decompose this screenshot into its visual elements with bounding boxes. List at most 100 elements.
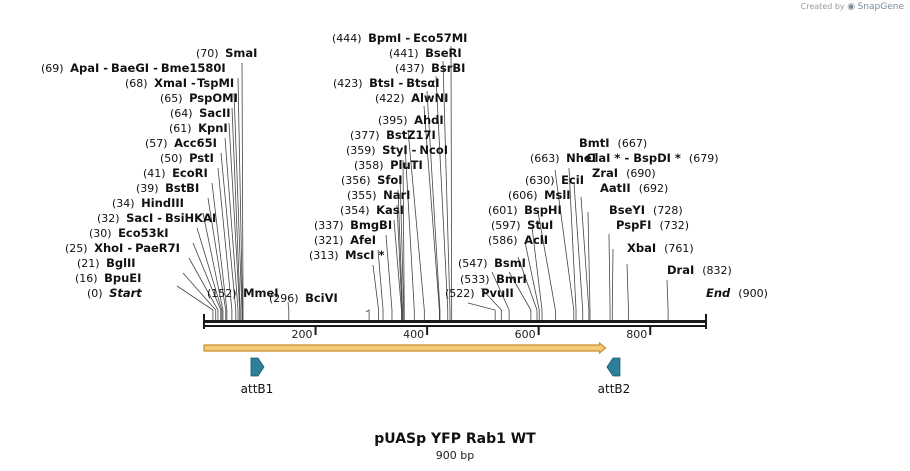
restriction-site-label[interactable]: (61) KpnI [169,121,228,135]
restriction-site-label[interactable]: (152) MmeI [207,286,279,300]
enzyme-name: SacII [199,106,230,120]
restriction-site-label[interactable]: (57) Acc65I [145,136,217,150]
restriction-site-label[interactable]: (355) NarI [347,188,410,202]
site-connector [450,45,453,320]
restriction-site-label[interactable]: (586) AclI [488,233,548,247]
enzyme-name: BmgBI [350,218,392,232]
site-position: (597) [491,219,524,232]
enzyme-name: BmtI [579,136,610,150]
restriction-site-label[interactable]: (321) AfeI [314,233,376,247]
restriction-site-label[interactable]: ClaI * - BspDI *(679) [586,151,719,165]
restriction-site-label[interactable]: (630) EciI [525,173,584,187]
site-connector [573,182,584,320]
feature-attb1-arrow[interactable] [250,357,265,377]
restriction-site-label[interactable]: (356) SfoI [341,173,403,187]
restriction-site-label[interactable]: End(900) [706,286,768,300]
restriction-site-labels: (0) Start(16) BpuEI(21) BglII(25) XhoI -… [41,31,768,305]
enzyme-name: BseYI [609,203,645,217]
site-connector [211,182,228,320]
site-position: (377) [350,129,383,142]
restriction-site-label[interactable]: AatII(692) [600,181,668,195]
enzyme-name: PstI [189,151,214,165]
restriction-site-label[interactable]: XbaI(761) [627,241,694,255]
enzyme-name: BsrBI [431,61,465,75]
site-position: (358) [354,159,387,172]
site-position: (728) [653,204,683,217]
site-position: (667) [618,137,648,150]
restriction-site-label[interactable]: (601) BspHI [488,203,562,217]
restriction-site-label[interactable]: (41) EcoRI [143,166,208,180]
site-connector [241,62,244,320]
restriction-site-label[interactable]: PspFI(732) [616,218,689,232]
restriction-site-label[interactable]: (533) BmrI [460,272,527,286]
restriction-site-label[interactable]: (444) BpmI -Eco57MI [332,31,467,45]
site-position: (437) [395,62,428,75]
restriction-site-label[interactable]: (395) AhdI [378,113,444,127]
restriction-site-label[interactable]: (663) NheI [530,151,596,165]
feature-attb2-arrow[interactable] [606,357,621,377]
restriction-site-label[interactable]: (30) Eco53kI [89,226,169,240]
restriction-site-label[interactable]: (65) PspOMI [160,91,238,105]
site-position: (337) [314,219,347,232]
site-position: (64) [170,107,196,120]
restriction-site-label[interactable]: BseYI (728) [609,203,683,217]
site-position: (359) [346,144,379,157]
restriction-site-label[interactable]: (437) BsrBI [395,61,465,75]
restriction-site-label[interactable]: (359) StyI -NcoI [346,143,448,157]
restriction-site-label[interactable]: (0) Start [87,286,142,300]
site-position: (0) [87,287,106,300]
restriction-site-label[interactable]: (313) MscI * [309,248,384,262]
enzyme-name: NheI [566,151,596,165]
restriction-site-label[interactable]: (547) BsmI [458,256,526,270]
site-connector [385,234,393,320]
restriction-site-label[interactable]: (606) MslI [508,188,571,202]
restriction-site-label[interactable]: (522) PvuII [445,286,514,300]
enzyme-name: KpnI [198,121,228,135]
site-connector [467,302,496,320]
restriction-site-label[interactable]: (32) SacI -BsiHKAI [97,211,216,225]
site-position: (356) [341,174,374,187]
restriction-site-label[interactable]: (69) ApaI -BaeGI -Bme1580I [41,61,226,75]
site-connector [217,167,233,320]
restriction-site-label[interactable]: BmtI (667) [579,136,647,150]
restriction-site-label[interactable]: ZraI(690) [592,166,656,180]
restriction-site-label[interactable]: (358) PluTI [354,158,423,172]
enzyme-name: BsiHKAI [165,211,216,225]
restriction-site-label[interactable]: (441) BseRI [389,46,462,60]
site-position: (533) [460,273,493,286]
enzyme-name: End [706,286,731,300]
restriction-site-label[interactable]: (39) BstBI [136,181,199,195]
site-position: (152) [207,287,240,300]
site-position: (355) [347,189,380,202]
enzyme-name: MmeI [243,286,279,300]
site-position: (68) [125,77,151,90]
restriction-site-label[interactable]: (354) KasI [340,203,404,217]
restriction-site-label[interactable]: (64) SacII [170,106,231,120]
restriction-site-label[interactable]: (50) PstI [160,151,214,165]
restriction-site-label[interactable]: (21) BglII [77,256,136,270]
enzyme-name: ClaI * [586,151,620,165]
restriction-site-label[interactable]: (422) AlwNI [375,91,448,105]
axis-tick-label: 200 [292,328,313,341]
enzyme-name: Start [109,286,142,300]
restriction-site-label[interactable]: DraI(832) [667,263,732,277]
site-position: (65) [160,92,186,105]
restriction-site-label[interactable]: (337) BmgBI [314,218,392,232]
restriction-site-label[interactable]: (68) XmaI -TspMI [125,76,234,90]
restriction-site-label[interactable]: (597) StuI [491,218,553,232]
enzyme-name: AhdI [414,113,444,127]
enzyme-name: SacI [126,211,153,225]
enzyme-name: BstZ17I [386,128,436,142]
restriction-site-label[interactable]: (25) XhoI -PaeR7I [65,241,180,255]
restriction-site-label[interactable]: (34) HindIII [112,196,184,210]
restriction-site-label[interactable]: (16) BpuEI [75,271,141,285]
restriction-site-label[interactable]: (377) BstZ17I [350,128,436,142]
restriction-site-label[interactable]: (423) BtsI -BtsαI [333,76,440,90]
restriction-site-label[interactable]: (70) SmaI [196,46,257,60]
site-connector [442,60,451,320]
enzyme-name: BpmI [368,31,401,45]
site-connector [491,271,510,320]
site-connector [397,189,403,320]
restriction-site-label[interactable]: (296) BciVI [269,291,338,305]
